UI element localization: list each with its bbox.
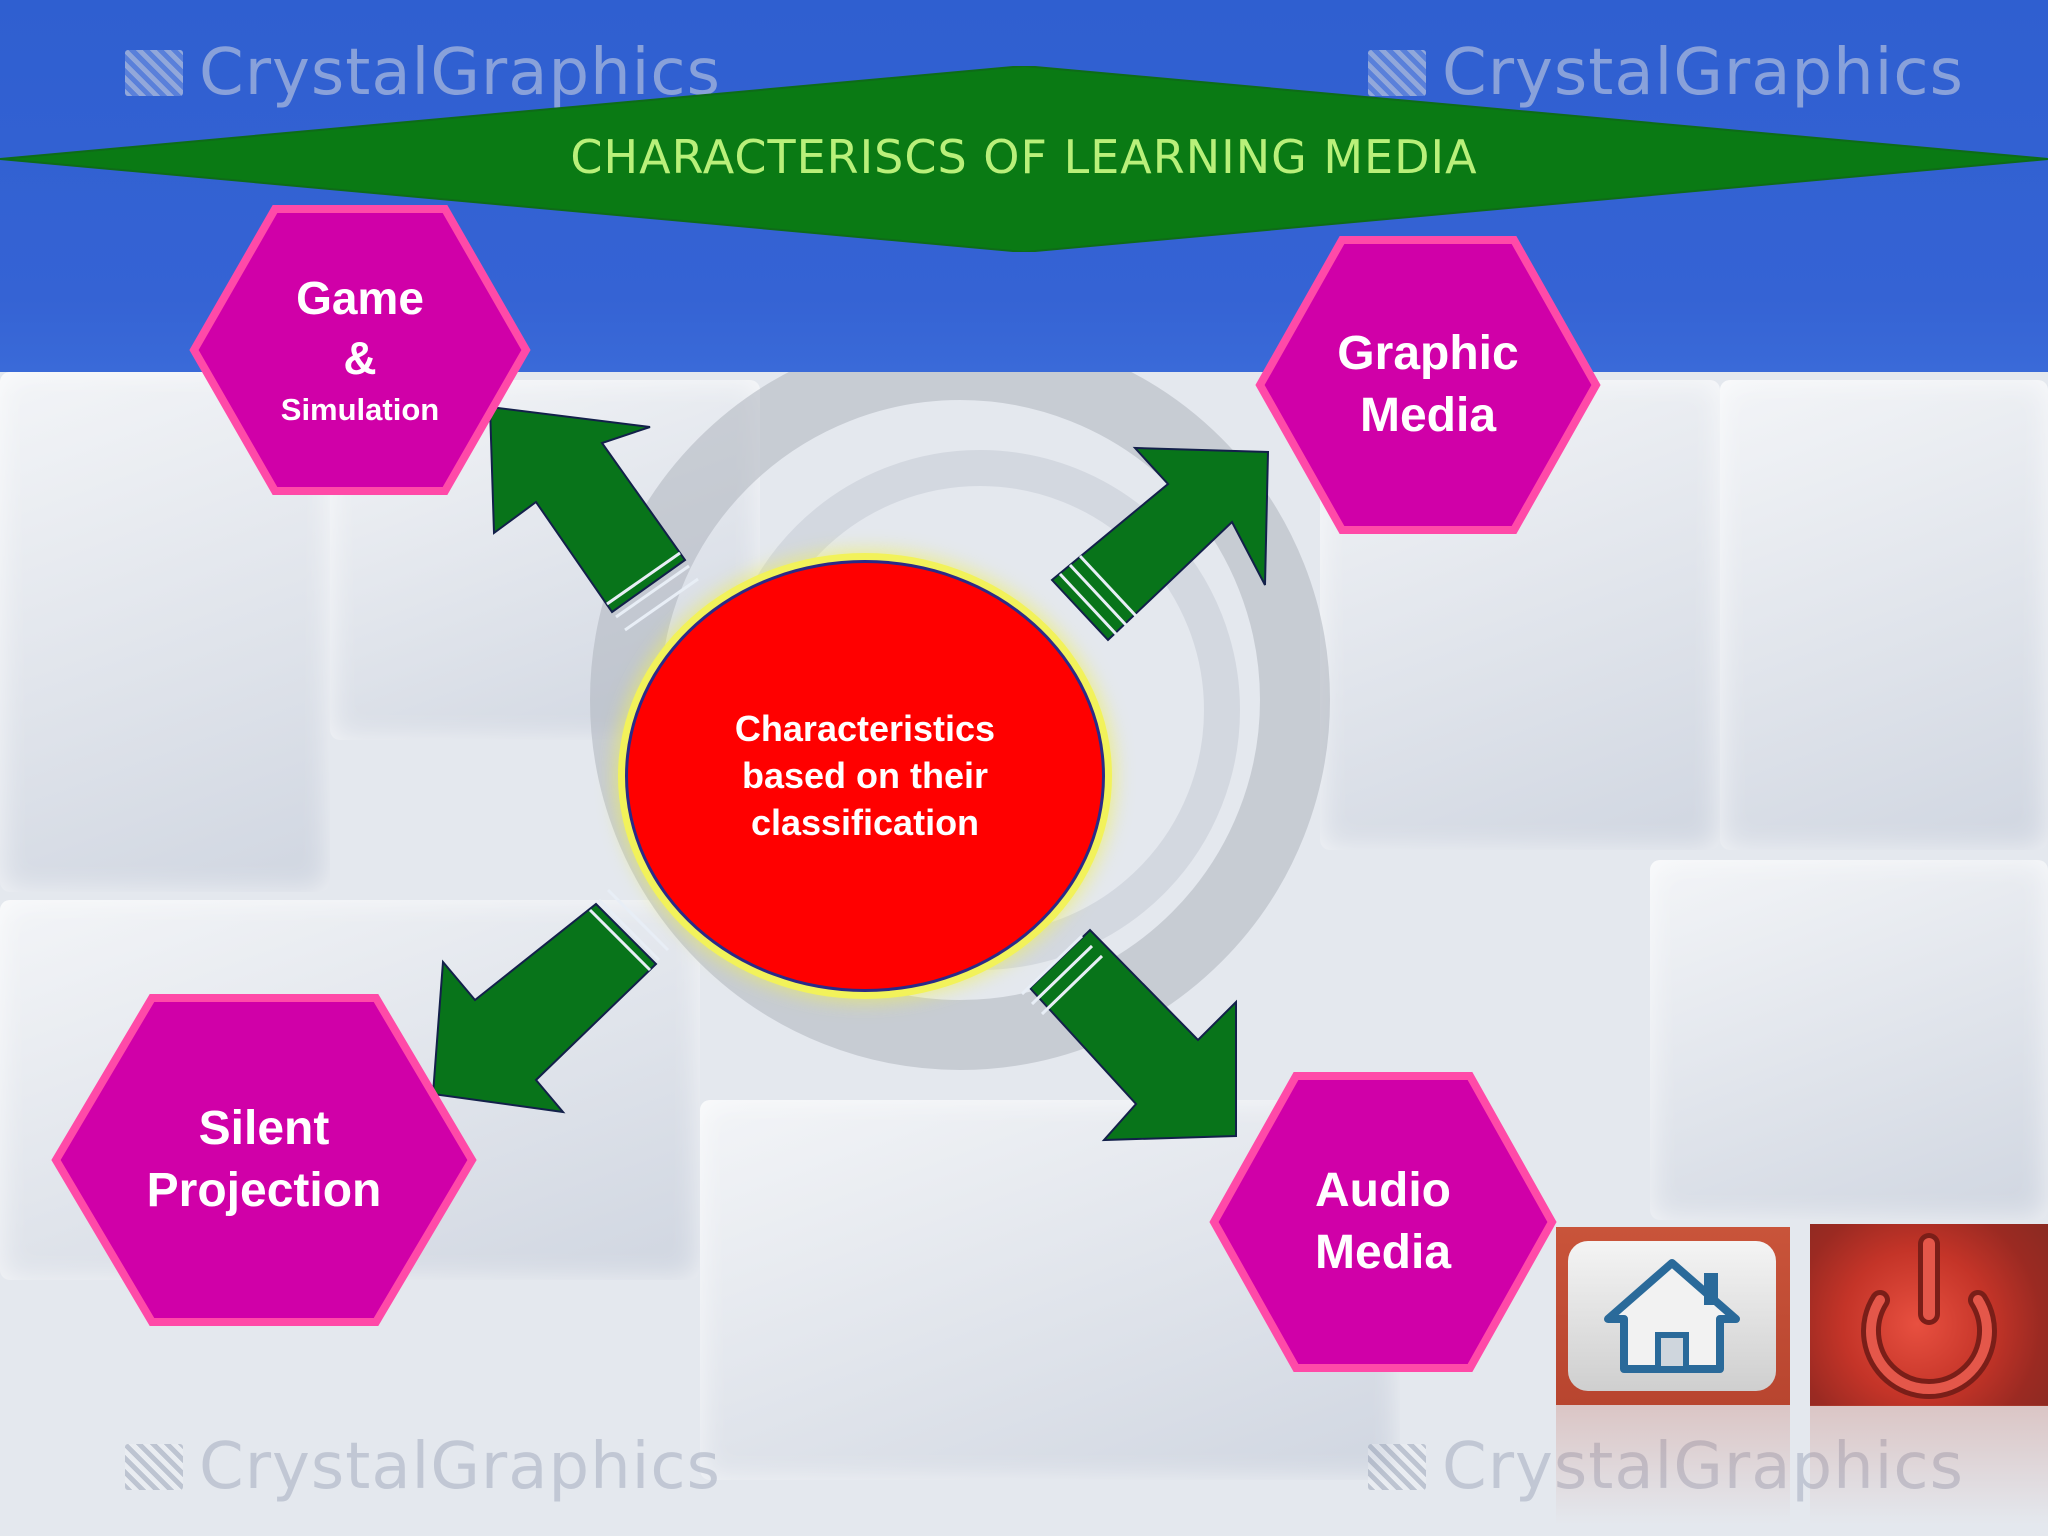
center-line: based on their: [741, 755, 989, 796]
node-label: Game & Simulation: [190, 205, 530, 495]
crystalgraphics-logo-icon: [1368, 50, 1426, 96]
home-button-face: [1568, 1241, 1776, 1391]
node-label-line: Simulation: [280, 392, 440, 427]
node-label: Graphic Media: [1256, 236, 1600, 534]
node-label-line: &: [343, 332, 377, 384]
node-label-line: Projection: [146, 1164, 382, 1217]
power-button-reflection: [1810, 1405, 2048, 1525]
background-photo-tile: [1720, 380, 2048, 850]
home-button[interactable]: [1556, 1227, 1790, 1405]
hexagon-shape: [1209, 1072, 1557, 1372]
hexagon-shape: [189, 205, 531, 495]
slide-title: CHARACTERISCS OF LEARNING MEDIA: [570, 130, 1478, 184]
node-label-line: Silent: [198, 1102, 330, 1155]
center-line: Characteristics: [734, 708, 996, 749]
node-label: Audio Media: [1210, 1072, 1556, 1372]
watermark: CrystalGraphics: [125, 36, 721, 110]
node-silent-projection: Silent Projection: [51, 994, 477, 1326]
center-line: classification: [750, 802, 980, 843]
node-label: Silent Projection: [52, 994, 476, 1326]
node-audio-media: Audio Media: [1209, 1072, 1557, 1372]
power-button[interactable]: [1810, 1224, 2048, 1406]
node-game-simulation: Game & Simulation: [189, 205, 531, 495]
title-banner: [0, 66, 2048, 252]
arrow-to-game-simulation: [488, 405, 687, 614]
arrow-to-graphic-media: [1050, 446, 1270, 642]
power-icon: [1861, 1233, 1997, 1400]
arrow-to-audio-media: [1028, 928, 1237, 1142]
home-button-reflection: [1556, 1405, 1790, 1525]
crystalgraphics-logo-icon: [1368, 1444, 1426, 1490]
node-graphic-media: Graphic Media: [1255, 236, 1601, 534]
watermark: CrystalGraphics: [1368, 1430, 1964, 1504]
center-node-label: Characteristics based on their classific…: [625, 705, 1105, 846]
node-label-line: Game: [296, 272, 424, 324]
home-icon: [1604, 1259, 1740, 1373]
node-label-line: Graphic: [1337, 327, 1519, 380]
node-label-line: Media: [1314, 1226, 1452, 1279]
hexagon-shape: [1255, 236, 1601, 534]
crystalgraphics-logo-icon: [125, 50, 183, 96]
watermark: CrystalGraphics: [1368, 36, 1964, 110]
arrow-to-silent-projection: [431, 902, 658, 1114]
watermark: CrystalGraphics: [125, 1430, 721, 1504]
crystalgraphics-logo-icon: [125, 1444, 183, 1490]
hexagon-shape: [51, 994, 477, 1326]
node-label-line: Audio: [1315, 1164, 1451, 1217]
node-label-line: Media: [1359, 389, 1497, 442]
center-node: [625, 560, 1105, 992]
background-photo-tile: [1650, 860, 2048, 1220]
